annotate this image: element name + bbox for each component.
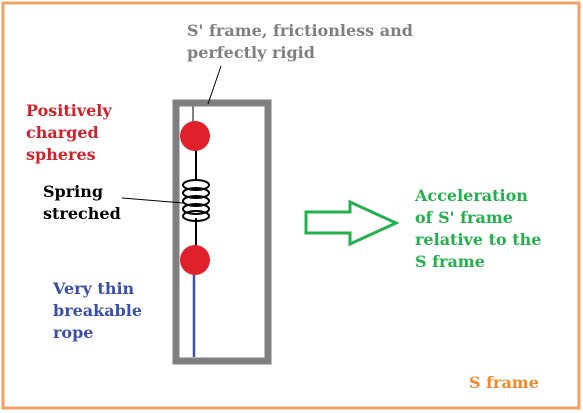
rope-label-line-2: breakable	[53, 301, 143, 320]
spring-label-line-2: streched	[43, 204, 121, 223]
acceleration-label-line-3: relative to the	[415, 230, 542, 249]
spheres-label-line-3: spheres	[26, 145, 96, 164]
rope-label: Very thin breakable rope	[53, 278, 142, 344]
rope-label-line-3: rope	[53, 323, 94, 342]
acceleration-label-line-2: of S' frame	[415, 208, 513, 227]
s-frame-label: S frame	[469, 373, 539, 392]
acceleration-label: Acceleration of S' frame relative to the…	[415, 185, 541, 273]
s-prime-frame-label-line-2: perfectly rigid	[187, 43, 315, 62]
s-prime-pointer-line	[207, 65, 222, 105]
lower-charged-sphere	[180, 245, 210, 275]
spring-label: Spring streched	[43, 181, 121, 225]
upper-charged-sphere	[180, 121, 210, 151]
acceleration-label-line-4: S frame	[415, 252, 485, 271]
s-prime-frame-label: S' frame, frictionless and perfectly rig…	[187, 20, 413, 64]
s-prime-frame	[172, 99, 272, 365]
rope-label-line-1: Very thin	[53, 279, 135, 298]
spring-label-line-1: Spring	[43, 182, 104, 201]
acceleration-label-line-1: Acceleration	[415, 186, 528, 205]
spring-icon	[182, 179, 210, 222]
spheres-label-line-1: Positively	[26, 101, 112, 120]
spring-pointer-line	[121, 197, 184, 204]
s-prime-frame-label-line-1: S' frame, frictionless and	[187, 21, 413, 40]
spheres-label: Positively charged spheres	[26, 100, 112, 166]
spheres-label-line-2: charged	[26, 123, 99, 142]
acceleration-arrow-icon	[304, 199, 400, 247]
